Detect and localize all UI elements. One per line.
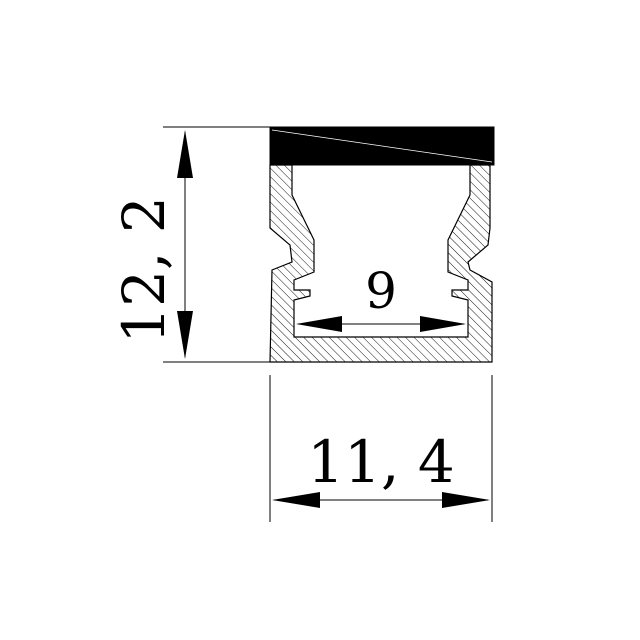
inner-arrow-right <box>420 316 466 332</box>
height-arrow-bottom <box>177 311 193 359</box>
width-dimension: 11, 4 <box>269 375 493 522</box>
profile-section <box>269 164 493 363</box>
height-label: 12, 2 <box>110 196 178 344</box>
inner-width-label: 9 <box>365 262 397 320</box>
inner-arrow-left <box>296 316 342 332</box>
height-dimension: 12, 2 <box>110 126 270 363</box>
inner-width-dimension: 9 <box>296 262 466 332</box>
diffuser-cover <box>269 126 495 166</box>
width-label: 11, 4 <box>307 428 455 496</box>
width-arrow-right <box>442 492 490 508</box>
height-arrow-top <box>177 130 193 178</box>
width-arrow-left <box>272 492 320 508</box>
